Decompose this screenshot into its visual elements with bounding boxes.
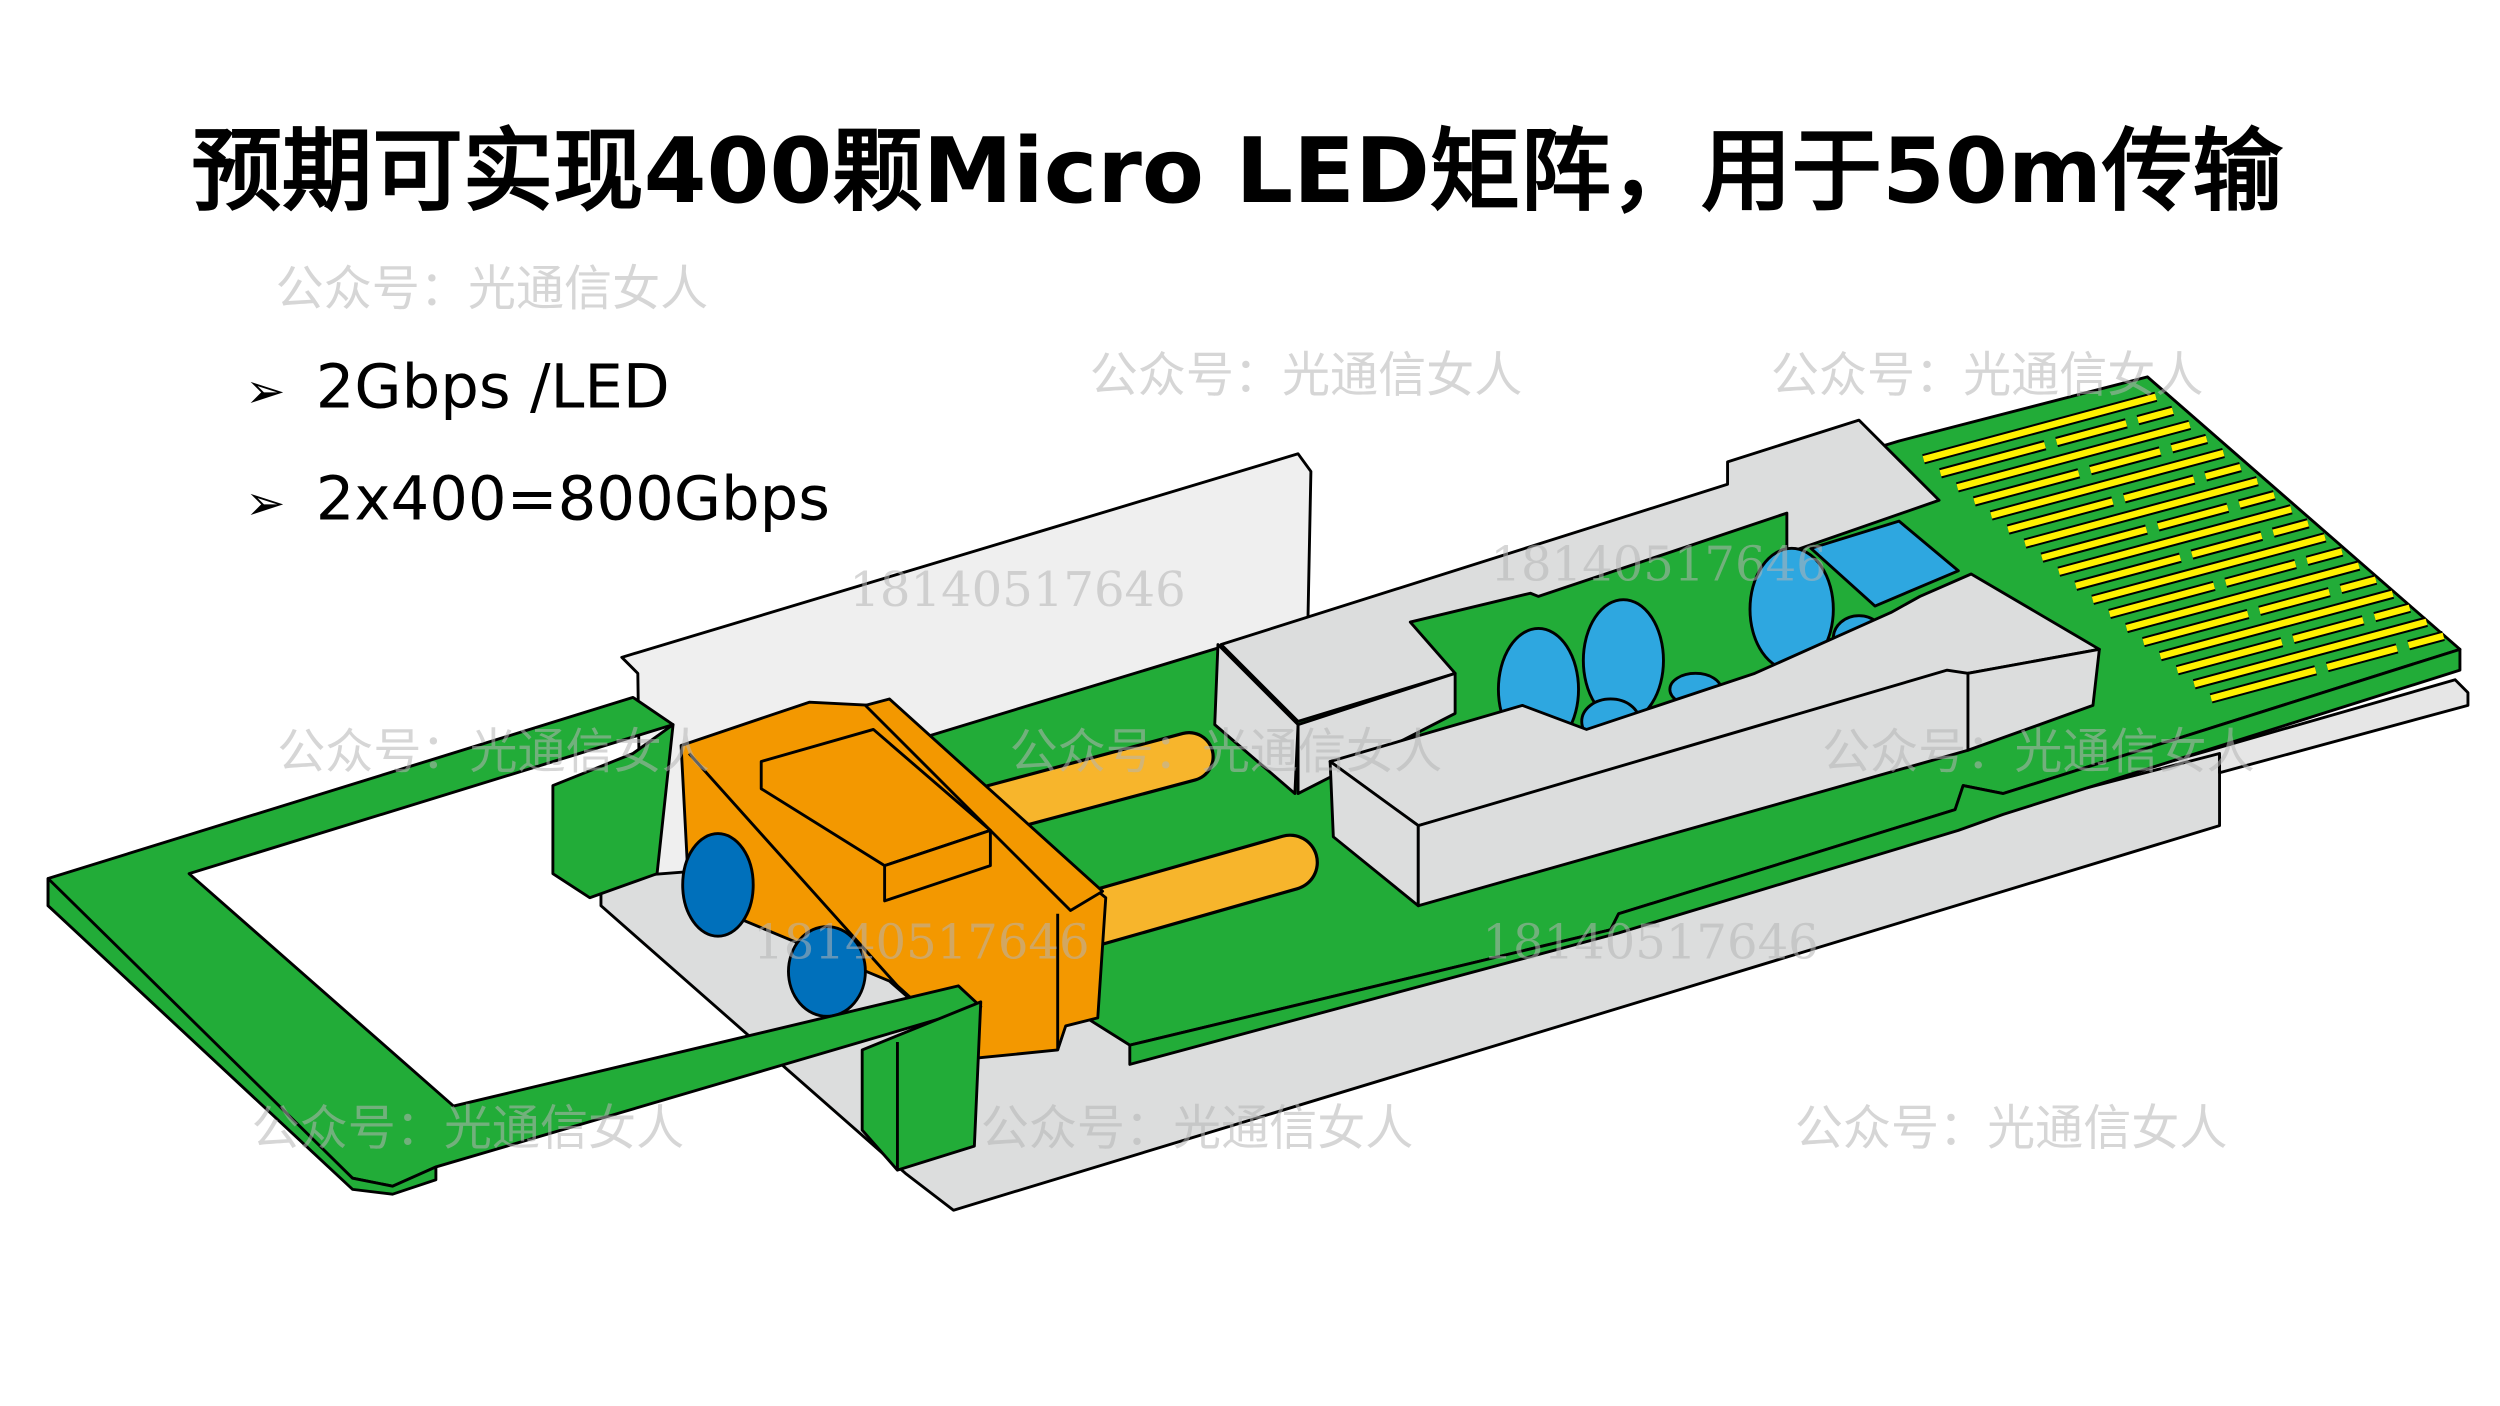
- watermarks: 公众号：光通信女人 公众号：光通信女人 公众号：光通信女人 公众号：光通信女人 …: [252, 261, 2255, 1157]
- connector-pad: [2058, 506, 2293, 575]
- module-illustration: [46, 375, 2470, 1212]
- lens-icon: [681, 832, 755, 938]
- connector-pad: [2258, 589, 2331, 614]
- slide-title: 预期可实现400颗Micro LED矩阵，用于50m传输: [192, 120, 2285, 224]
- connector-pad: [2306, 548, 2343, 564]
- connector-pad: [1973, 470, 2080, 505]
- connector-pad: [2142, 610, 2249, 646]
- bullet-text: 2Gbps /LED: [316, 351, 670, 422]
- connector-pad: [2055, 420, 2128, 446]
- connector-pad: [2340, 576, 2377, 593]
- watermark: 18140517646: [753, 915, 1089, 971]
- edge-connector-pads: [1922, 391, 2445, 704]
- connector-pad: [2159, 590, 2394, 660]
- watermark: 公众号：光通信女人: [1795, 1101, 2228, 1157]
- watermark: 公众号：光通信女人: [1822, 724, 2255, 780]
- connector-pad: [1922, 393, 2157, 463]
- watermark: 18140517646: [1482, 915, 1818, 971]
- watermark: 公众号：光通信女人: [981, 1101, 1414, 1157]
- connector-pad: [2137, 407, 2174, 424]
- lens-holder: [1213, 418, 2101, 908]
- connector-pad: [2041, 526, 2148, 561]
- bullet-list: ➢ 2Gbps /LED ➢ 2x400=800Gbps: [245, 351, 830, 534]
- watermark: 公众号：光通信女人: [276, 261, 709, 317]
- watermark: 18140517646: [849, 562, 1185, 618]
- watermark: 18140517646: [1490, 536, 1826, 592]
- connector-pad: [2125, 562, 2360, 632]
- connector-pad: [2108, 582, 2215, 618]
- connector-pad: [2176, 639, 2283, 674]
- connector-pad: [2191, 532, 2263, 558]
- watermark: 公众号：光通信女人: [252, 1101, 685, 1157]
- arrow-bullet-icon: ➢: [245, 363, 285, 419]
- connector-pad: [2170, 435, 2208, 452]
- connector-pad: [2157, 504, 2229, 530]
- connector-pad: [2292, 617, 2364, 643]
- connector-pad: [2074, 554, 2182, 589]
- connector-pad: [2326, 645, 2398, 671]
- bullet-text: 2x400=800Gbps: [316, 464, 830, 535]
- connector-pad: [2373, 604, 2411, 621]
- connector-pad: [1939, 442, 2046, 477]
- connector-pad: [2407, 632, 2445, 649]
- connector-pad: [1990, 449, 2225, 519]
- connector-pad: [2091, 534, 2326, 603]
- connector-pad: [2007, 498, 2114, 533]
- watermark: 公众号：光通信女人: [1090, 347, 1523, 403]
- watermark: 公众号：光通信女人: [1010, 724, 1443, 780]
- connector-pad: [2238, 492, 2276, 508]
- arrow-bullet-icon: ➢: [245, 476, 285, 532]
- watermark: 公众号：光通信女人: [277, 724, 710, 780]
- connector-pad: [2210, 667, 2317, 702]
- optical-connector: [679, 697, 1108, 1060]
- connector-pad: [2089, 448, 2161, 474]
- connector-pad: [2224, 560, 2297, 586]
- connector-pad: [2204, 463, 2242, 480]
- pcb-edge: [1128, 647, 2462, 1066]
- connector-pad: [2024, 478, 2259, 547]
- latch-handle: [46, 695, 983, 1196]
- connector-pad: [2123, 476, 2195, 502]
- watermark: 公众号：光通信女人: [1771, 347, 2204, 403]
- connector-pad: [2272, 520, 2309, 536]
- connector-pad: [2193, 618, 2428, 688]
- connector-pad: [1956, 421, 2191, 491]
